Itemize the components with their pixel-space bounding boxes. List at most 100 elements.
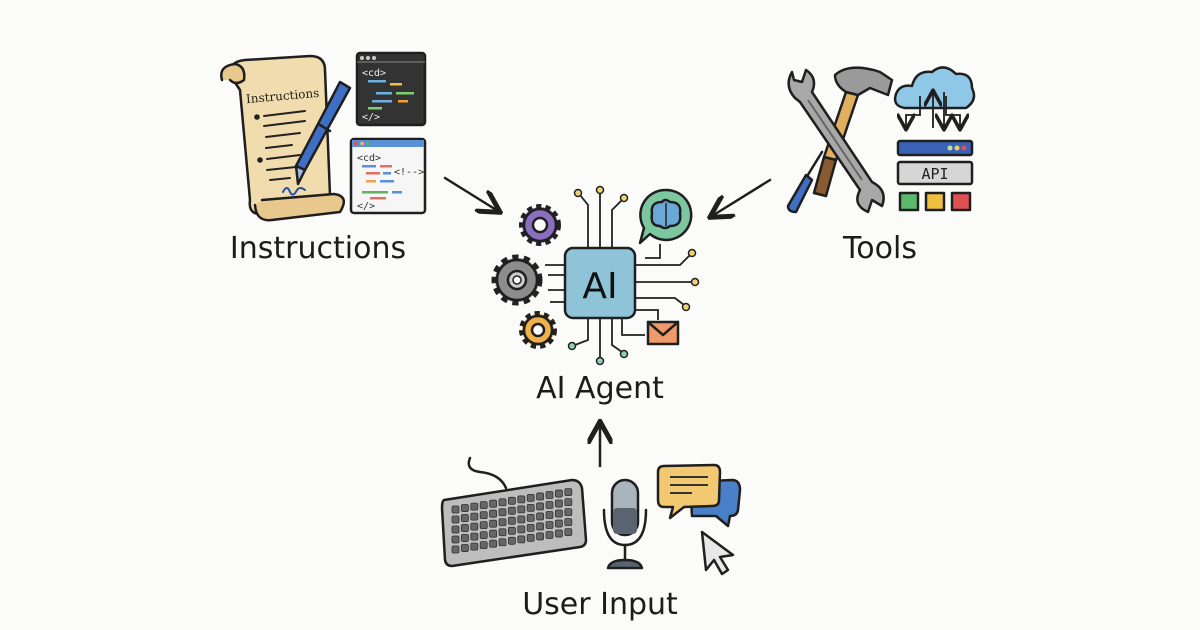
- pen-icon: [294, 80, 352, 186]
- keyboard-key: [545, 501, 554, 509]
- keyboard-key: [460, 514, 469, 522]
- keyboard-icon: [440, 456, 588, 568]
- circuit-nodes: [567, 185, 700, 366]
- keyboard-key: [526, 534, 535, 542]
- screwdriver-icon: [786, 150, 824, 214]
- dark-code-open-tag: <cd>: [362, 68, 386, 79]
- keyboard-key: [536, 532, 544, 541]
- gear-gray-icon: [491, 254, 543, 306]
- keyboard-key: [451, 535, 460, 544]
- keyboard-key: [555, 499, 563, 508]
- ai-agent-illustration: AI: [491, 185, 700, 366]
- ai-chip-icon: AI: [563, 246, 637, 320]
- keyboard-key: [536, 502, 544, 511]
- keyboard-key: [470, 522, 479, 531]
- light-code-close-tag: </>: [357, 201, 375, 212]
- arrow-tools-to-agent: [712, 178, 772, 216]
- keyboard-key: [507, 526, 516, 535]
- keyboard-key: [451, 545, 460, 554]
- keyboard-key: [489, 539, 498, 548]
- keyboard-key: [507, 506, 516, 515]
- keyboard-key: [555, 509, 563, 518]
- api-label: API: [921, 165, 948, 183]
- keyboard-key: [498, 538, 507, 547]
- keyboard-key: [545, 521, 554, 529]
- keyboard-key: [460, 504, 469, 512]
- cloud-icon: [893, 66, 976, 128]
- code-window-dark-icon: <cd> </>: [355, 51, 427, 127]
- arrow-instructions-to-agent: [443, 176, 498, 211]
- keyboard-key: [489, 519, 498, 528]
- keyboard-key: [498, 528, 507, 537]
- keyboard-key: [470, 542, 479, 551]
- keyboard-key: [489, 529, 498, 538]
- keyboard-key: [470, 532, 479, 541]
- keyboard-key: [564, 488, 573, 497]
- keyboard-key: [498, 518, 507, 527]
- keyboard-key: [451, 505, 460, 514]
- keyboard-key: [507, 536, 516, 545]
- keyboard-key: [536, 522, 544, 531]
- keyboard-key: [489, 499, 498, 508]
- keyboard-key: [460, 544, 469, 552]
- keyboard-key: [517, 515, 526, 524]
- keyboard-key: [489, 509, 498, 518]
- keyboard-key: [555, 519, 563, 528]
- light-code-open-tag: <cd>: [357, 153, 381, 164]
- tools-label: Tools: [842, 231, 917, 266]
- user-input-illustration: [440, 456, 742, 576]
- keyboard-key: [517, 505, 526, 514]
- keyboard-key: [451, 515, 460, 524]
- keyboard-key: [479, 541, 488, 550]
- dark-code-close-tag: </>: [362, 112, 380, 123]
- keyboard-key: [517, 535, 526, 544]
- keyboard-key: [526, 503, 535, 512]
- keyboard-key: [555, 489, 563, 498]
- keyboard-key: [564, 518, 573, 526]
- keyboard-key: [507, 496, 516, 505]
- gear-purple-icon: [519, 204, 561, 246]
- keyboard-key: [507, 516, 516, 525]
- keyboard-key: [526, 514, 535, 522]
- keyboard-key: [479, 501, 488, 510]
- keyboard-key: [536, 492, 544, 501]
- keyboard-key: [479, 521, 488, 530]
- keyboard-key: [545, 511, 554, 519]
- scroll-title: Instructions: [245, 86, 319, 106]
- keyboard-key: [470, 502, 479, 511]
- keyboard-key: [545, 491, 554, 499]
- brain-bubble-icon: [638, 188, 693, 245]
- keyboard-key: [564, 508, 573, 517]
- mouse-cursor-icon: [700, 530, 735, 576]
- scroll-icon: Instructions: [220, 54, 346, 222]
- gear-orange-icon: [519, 311, 557, 349]
- keyboard-key: [555, 529, 563, 538]
- ai-chip-label: AI: [582, 266, 617, 307]
- keyboard-key: [545, 531, 554, 539]
- keyboard-key: [479, 511, 488, 520]
- chat-bubbles-icon: [656, 463, 742, 528]
- envelope-icon: [646, 320, 680, 346]
- code-window-light-icon: <cd> <!--> </>: [349, 137, 427, 215]
- user-input-label: User Input: [522, 587, 678, 622]
- keyboard-key: [536, 512, 544, 521]
- keyboard-key: [498, 498, 507, 507]
- keyboard-key: [564, 498, 573, 507]
- instructions-illustration: Instructions <cd> </>: [220, 51, 427, 222]
- keyboard-key: [517, 495, 526, 504]
- ai-agent-label: AI Agent: [536, 371, 664, 406]
- keyboard-key: [460, 524, 469, 532]
- wrench-icon: [787, 68, 885, 214]
- circuit-traces: [545, 192, 692, 358]
- keyboard-key: [470, 512, 479, 521]
- api-stack-icon: API: [896, 139, 974, 212]
- instructions-label: Instructions: [230, 231, 406, 266]
- keyboard-key: [498, 508, 507, 517]
- keyboard-key: [451, 525, 460, 534]
- keyboard-key: [526, 493, 535, 502]
- keyboard-key: [479, 531, 488, 540]
- keyboard-key: [517, 525, 526, 534]
- microphone-icon: [602, 478, 648, 570]
